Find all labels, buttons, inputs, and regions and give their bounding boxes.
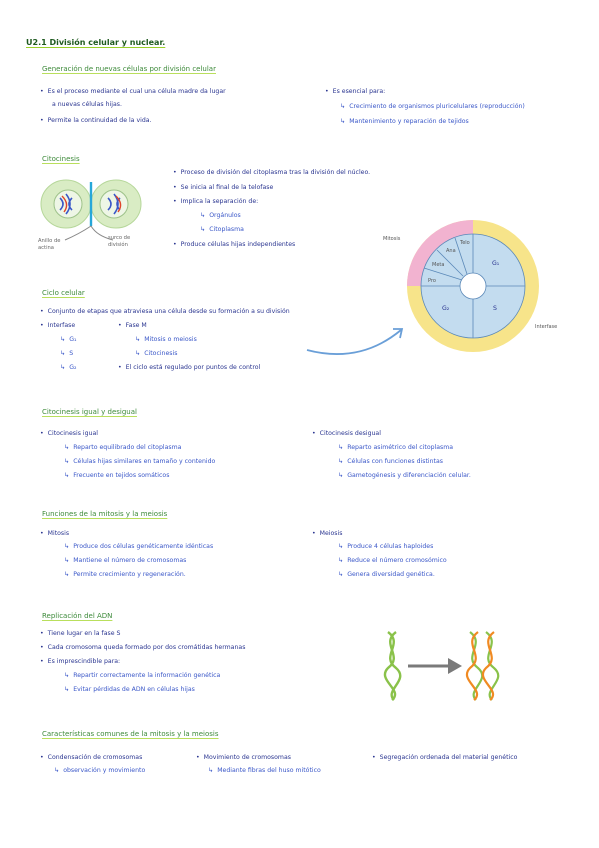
s3-g2: G₂ [60, 364, 76, 371]
section-heading-common-features: Características comunes de la mitosis y … [42, 730, 219, 738]
s2-bullet-3: Implica la separación de: [173, 198, 259, 205]
s5-mitosis-1: Produce dos células genéticamente idénti… [64, 543, 213, 550]
s2-sub-cytoplasm: Citoplasma [200, 226, 244, 233]
section-heading-functions: Funciones de la mitosis y la meiosis [42, 510, 168, 518]
label-actin-ring: Anillo de actina [38, 238, 61, 251]
s7-condensation-sub: observación y movimiento [54, 767, 145, 774]
s3-g1: G₁ [60, 336, 76, 343]
s1-right-sub-2: Mantenimiento y reparación de tejidos [340, 118, 469, 125]
s4-unequal-3: Gametogénesis y diferenciación celular. [338, 472, 471, 479]
section-heading-cell-cycle: Ciclo celular [42, 289, 85, 297]
s6-bullet-1: Tiene lugar en la fase S [40, 630, 121, 637]
wheel-label-s: S [493, 305, 497, 312]
s7-movement-sub: Mediante fibras del huso mitótico [208, 767, 321, 774]
s5-mitosis-2: Mantiene el número de cromosomas [64, 557, 186, 564]
s3-fase-m: Fase M [118, 322, 147, 329]
section-heading-cytokinesis: Citocinesis [42, 155, 80, 163]
s4-unequal: Citocinesis desigual [312, 430, 381, 437]
dna-replication-illustration [384, 631, 500, 701]
s4-equal-1: Reparto equilibrado del citoplasma [64, 444, 181, 451]
s4-equal-2: Células hijas similares en tamaño y cont… [64, 458, 215, 465]
s1-right-sub-1: Crecimiento de organismos pluricelulares… [340, 103, 525, 110]
s2-bullet-1: Proceso de división del citoplasma tras … [173, 169, 370, 176]
s3-mitosis-meiosis: Mitosis o meiosis [135, 336, 197, 343]
s5-meiosis-3: Genera diversidad genética. [338, 571, 435, 578]
s3-s: S [60, 350, 73, 357]
s2-bullet-4: Produce células hijas independientes [173, 241, 296, 248]
s1-bullet-1-cont: a nuevas células hijas. [52, 101, 122, 108]
s5-meiosis-1: Produce 4 células haploides [338, 543, 433, 550]
wheel-label-meta: Meta [432, 262, 445, 268]
s5-mitosis-3: Permite crecimiento y regeneración. [64, 571, 186, 578]
s6-sub-2: Evitar pérdidas de ADN en células hijas [64, 686, 195, 693]
label-division-furrow: surco de división [108, 235, 131, 248]
s2-sub-organelles: Orgánulos [200, 212, 241, 219]
s5-meiosis-2: Reduce el número cromosómico [338, 557, 447, 564]
section-heading-dna-replication: Replicación del ADN [42, 612, 113, 620]
s1-bullet-2: Permite la continuidad de la vida. [40, 117, 152, 124]
wheel-label-telo: Telo [460, 240, 470, 246]
s4-unequal-2: Células con funciones distintas [338, 458, 443, 465]
s7-condensation: Condensación de cromosomas [40, 754, 143, 761]
s5-mitosis: Mitosis [40, 530, 69, 537]
wheel-label-g1: G₁ [492, 260, 500, 267]
wheel-label-interfase: Interfase [535, 324, 558, 330]
wheel-label-g2: G₂ [442, 305, 450, 312]
s5-meiosis: Meiosis [312, 530, 343, 537]
cell-cycle-wheel [407, 220, 539, 352]
s1-bullet-1: Es el proceso mediante el cual una célul… [40, 88, 226, 95]
s4-equal: Citocinesis igual [40, 430, 98, 437]
s2-bullet-2: Se inicia al final de la telofase [173, 184, 274, 191]
s3-regulation: El ciclo está regulado por puntos de con… [118, 364, 261, 371]
s6-sub-1: Repartir correctamente la información ge… [64, 672, 220, 679]
wheel-label-ana: Ana [446, 248, 456, 254]
wheel-label-mitosis: Mitosis [383, 236, 401, 242]
s3-interfase: Interfase [40, 322, 76, 329]
s4-unequal-1: Reparto asimétrico del citoplasma [338, 444, 453, 451]
s6-bullet-2: Cada cromosoma queda formado por dos cro… [40, 644, 246, 651]
s3-citocinesis: Citocinesis [135, 350, 177, 357]
s4-equal-3: Frecuente en tejidos somáticos [64, 472, 169, 479]
cytokinesis-cell-illustration [40, 179, 142, 241]
page-title: U2.1 División celular y nuclear. [26, 38, 166, 47]
s6-bullet-3: Es imprescindible para: [40, 658, 120, 665]
s7-movement: Movimiento de cromosomas [196, 754, 291, 761]
s7-segregation: Segregación ordenada del material genéti… [372, 754, 518, 761]
s3-bullet-1: Conjunto de etapas que atraviesa una cél… [40, 308, 290, 315]
wheel-label-pro: Pro [428, 278, 436, 284]
section-heading-generation: Generación de nuevas células por divisió… [42, 65, 216, 73]
s1-right-bullet: Es esencial para: [325, 88, 386, 95]
section-heading-cytokinesis-types: Citocinesis igual y desigual [42, 408, 137, 416]
curved-arrow-icon [306, 328, 404, 355]
